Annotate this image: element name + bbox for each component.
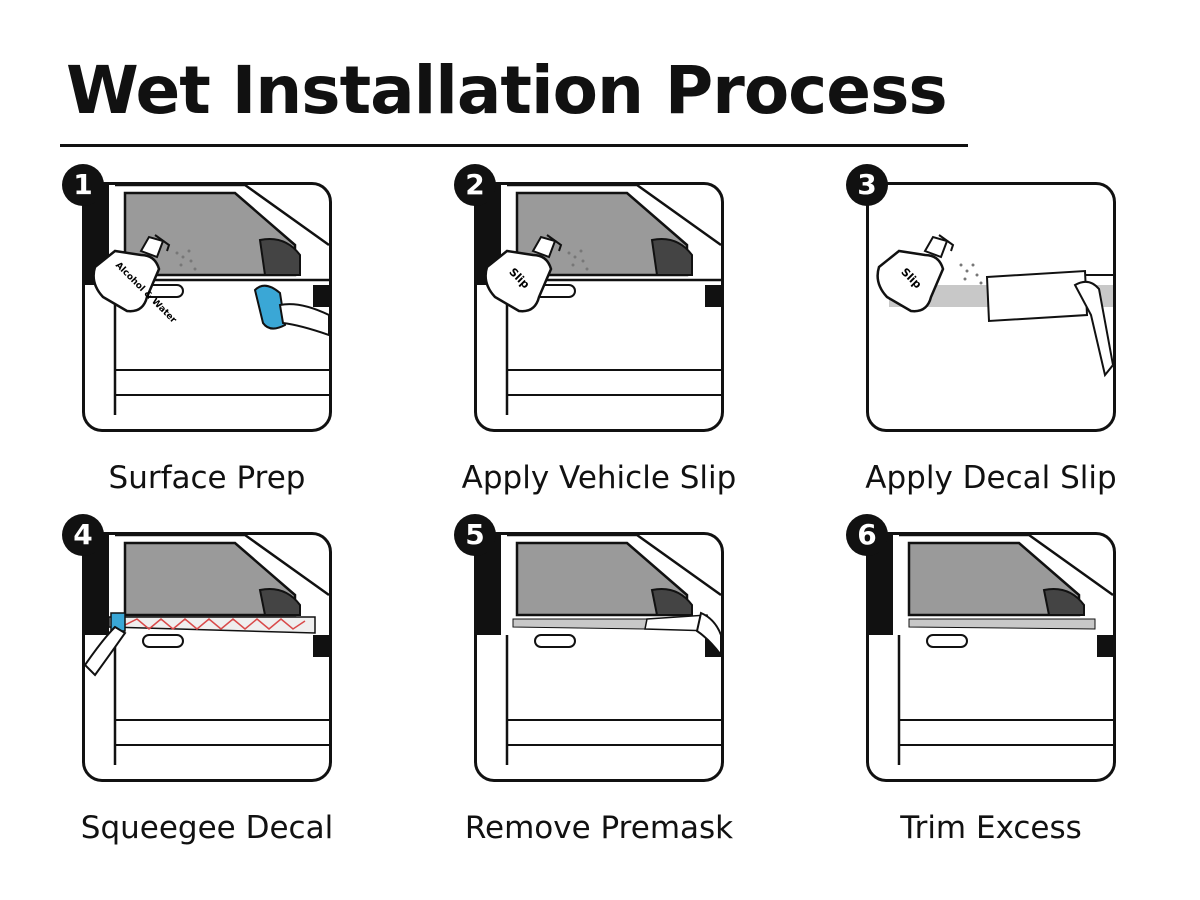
step-caption: Trim Excess <box>900 810 1082 846</box>
step-illustration: Slip <box>474 182 724 432</box>
step-4: 4 Squeegee Decal <box>62 514 362 852</box>
page-title: Wet Installation Process <box>66 52 948 129</box>
step-illustration <box>866 532 1116 782</box>
step-illustration <box>82 532 332 782</box>
step-caption: Apply Vehicle Slip <box>461 460 737 496</box>
step-2: 2 Slip <box>454 164 754 502</box>
spray-bottle-icon: Slip <box>484 234 563 313</box>
spray-mist-icon <box>959 263 983 285</box>
car-door-illustration <box>477 535 721 765</box>
step-caption: Apply Decal Slip <box>865 460 1117 496</box>
step-caption: Remove Premask <box>464 810 734 846</box>
step-number-badge: 5 <box>454 514 496 556</box>
towel-hand-icon <box>253 284 329 337</box>
spray-mist-icon <box>175 249 197 271</box>
step-6: 6 Trim Excess <box>846 514 1146 852</box>
squeegee-icon <box>85 612 127 677</box>
title-underline <box>60 144 968 147</box>
step-number-badge: 4 <box>62 514 104 556</box>
step-illustration <box>474 532 724 782</box>
step-3: 3 Slip Apply Decal Slip <box>846 164 1146 502</box>
decal-strip-icon <box>108 616 316 634</box>
step-illustration: Alcohol & Water <box>82 182 332 432</box>
hand-icon <box>1073 280 1113 378</box>
step-illustration: Slip <box>866 182 1116 432</box>
step-1: 1 Alcohol & Water <box>62 164 362 502</box>
step-number-badge: 1 <box>62 164 104 206</box>
decal-strip-icon <box>908 618 1096 630</box>
car-door-illustration <box>85 535 329 765</box>
step-caption: Surface Prep <box>108 460 306 496</box>
premask-peel-icon <box>644 611 721 657</box>
step-5: 5 Remove Premask <box>454 514 754 852</box>
step-number-badge: 6 <box>846 514 888 556</box>
spray-mist-icon <box>567 249 589 271</box>
step-number-badge: 3 <box>846 164 888 206</box>
spray-bottle-icon: Slip <box>876 234 955 313</box>
step-number-badge: 2 <box>454 164 496 206</box>
decal-sheet-icon <box>889 269 1113 323</box>
step-caption: Squeegee Decal <box>80 810 334 846</box>
car-door-illustration <box>869 535 1113 765</box>
decal-strip-icon <box>512 618 648 630</box>
